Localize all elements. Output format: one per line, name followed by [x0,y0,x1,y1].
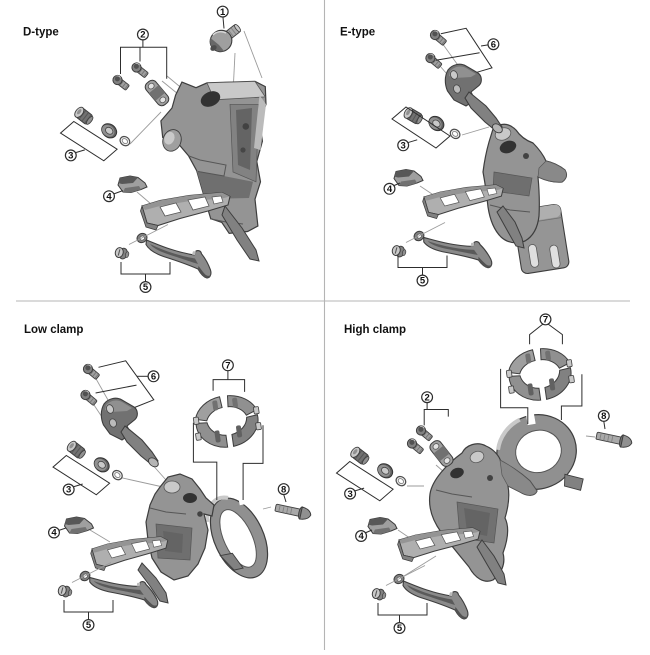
svg-text:Low clamp: Low clamp [24,324,83,336]
svg-text:4: 4 [358,531,364,542]
svg-text:8: 8 [601,411,606,422]
svg-text:4: 4 [387,184,393,195]
svg-text:3: 3 [68,151,73,162]
svg-text:7: 7 [543,315,548,326]
svg-text:3: 3 [347,489,352,500]
svg-text:6: 6 [151,372,156,383]
svg-text:3: 3 [401,141,406,152]
svg-text:High clamp: High clamp [344,324,406,336]
svg-text:5: 5 [420,276,426,287]
svg-text:1: 1 [220,7,226,18]
svg-text:D-type: D-type [23,27,59,39]
svg-text:7: 7 [225,361,230,372]
svg-text:3: 3 [66,485,71,496]
svg-text:5: 5 [143,282,149,293]
svg-text:2: 2 [424,392,429,403]
svg-text:4: 4 [51,528,57,539]
svg-text:8: 8 [281,484,286,495]
svg-text:2: 2 [140,30,145,41]
svg-text:4: 4 [106,191,112,202]
svg-text:5: 5 [86,620,92,631]
svg-text:E-type: E-type [340,27,375,39]
svg-text:6: 6 [491,39,496,50]
svg-text:5: 5 [397,623,403,634]
